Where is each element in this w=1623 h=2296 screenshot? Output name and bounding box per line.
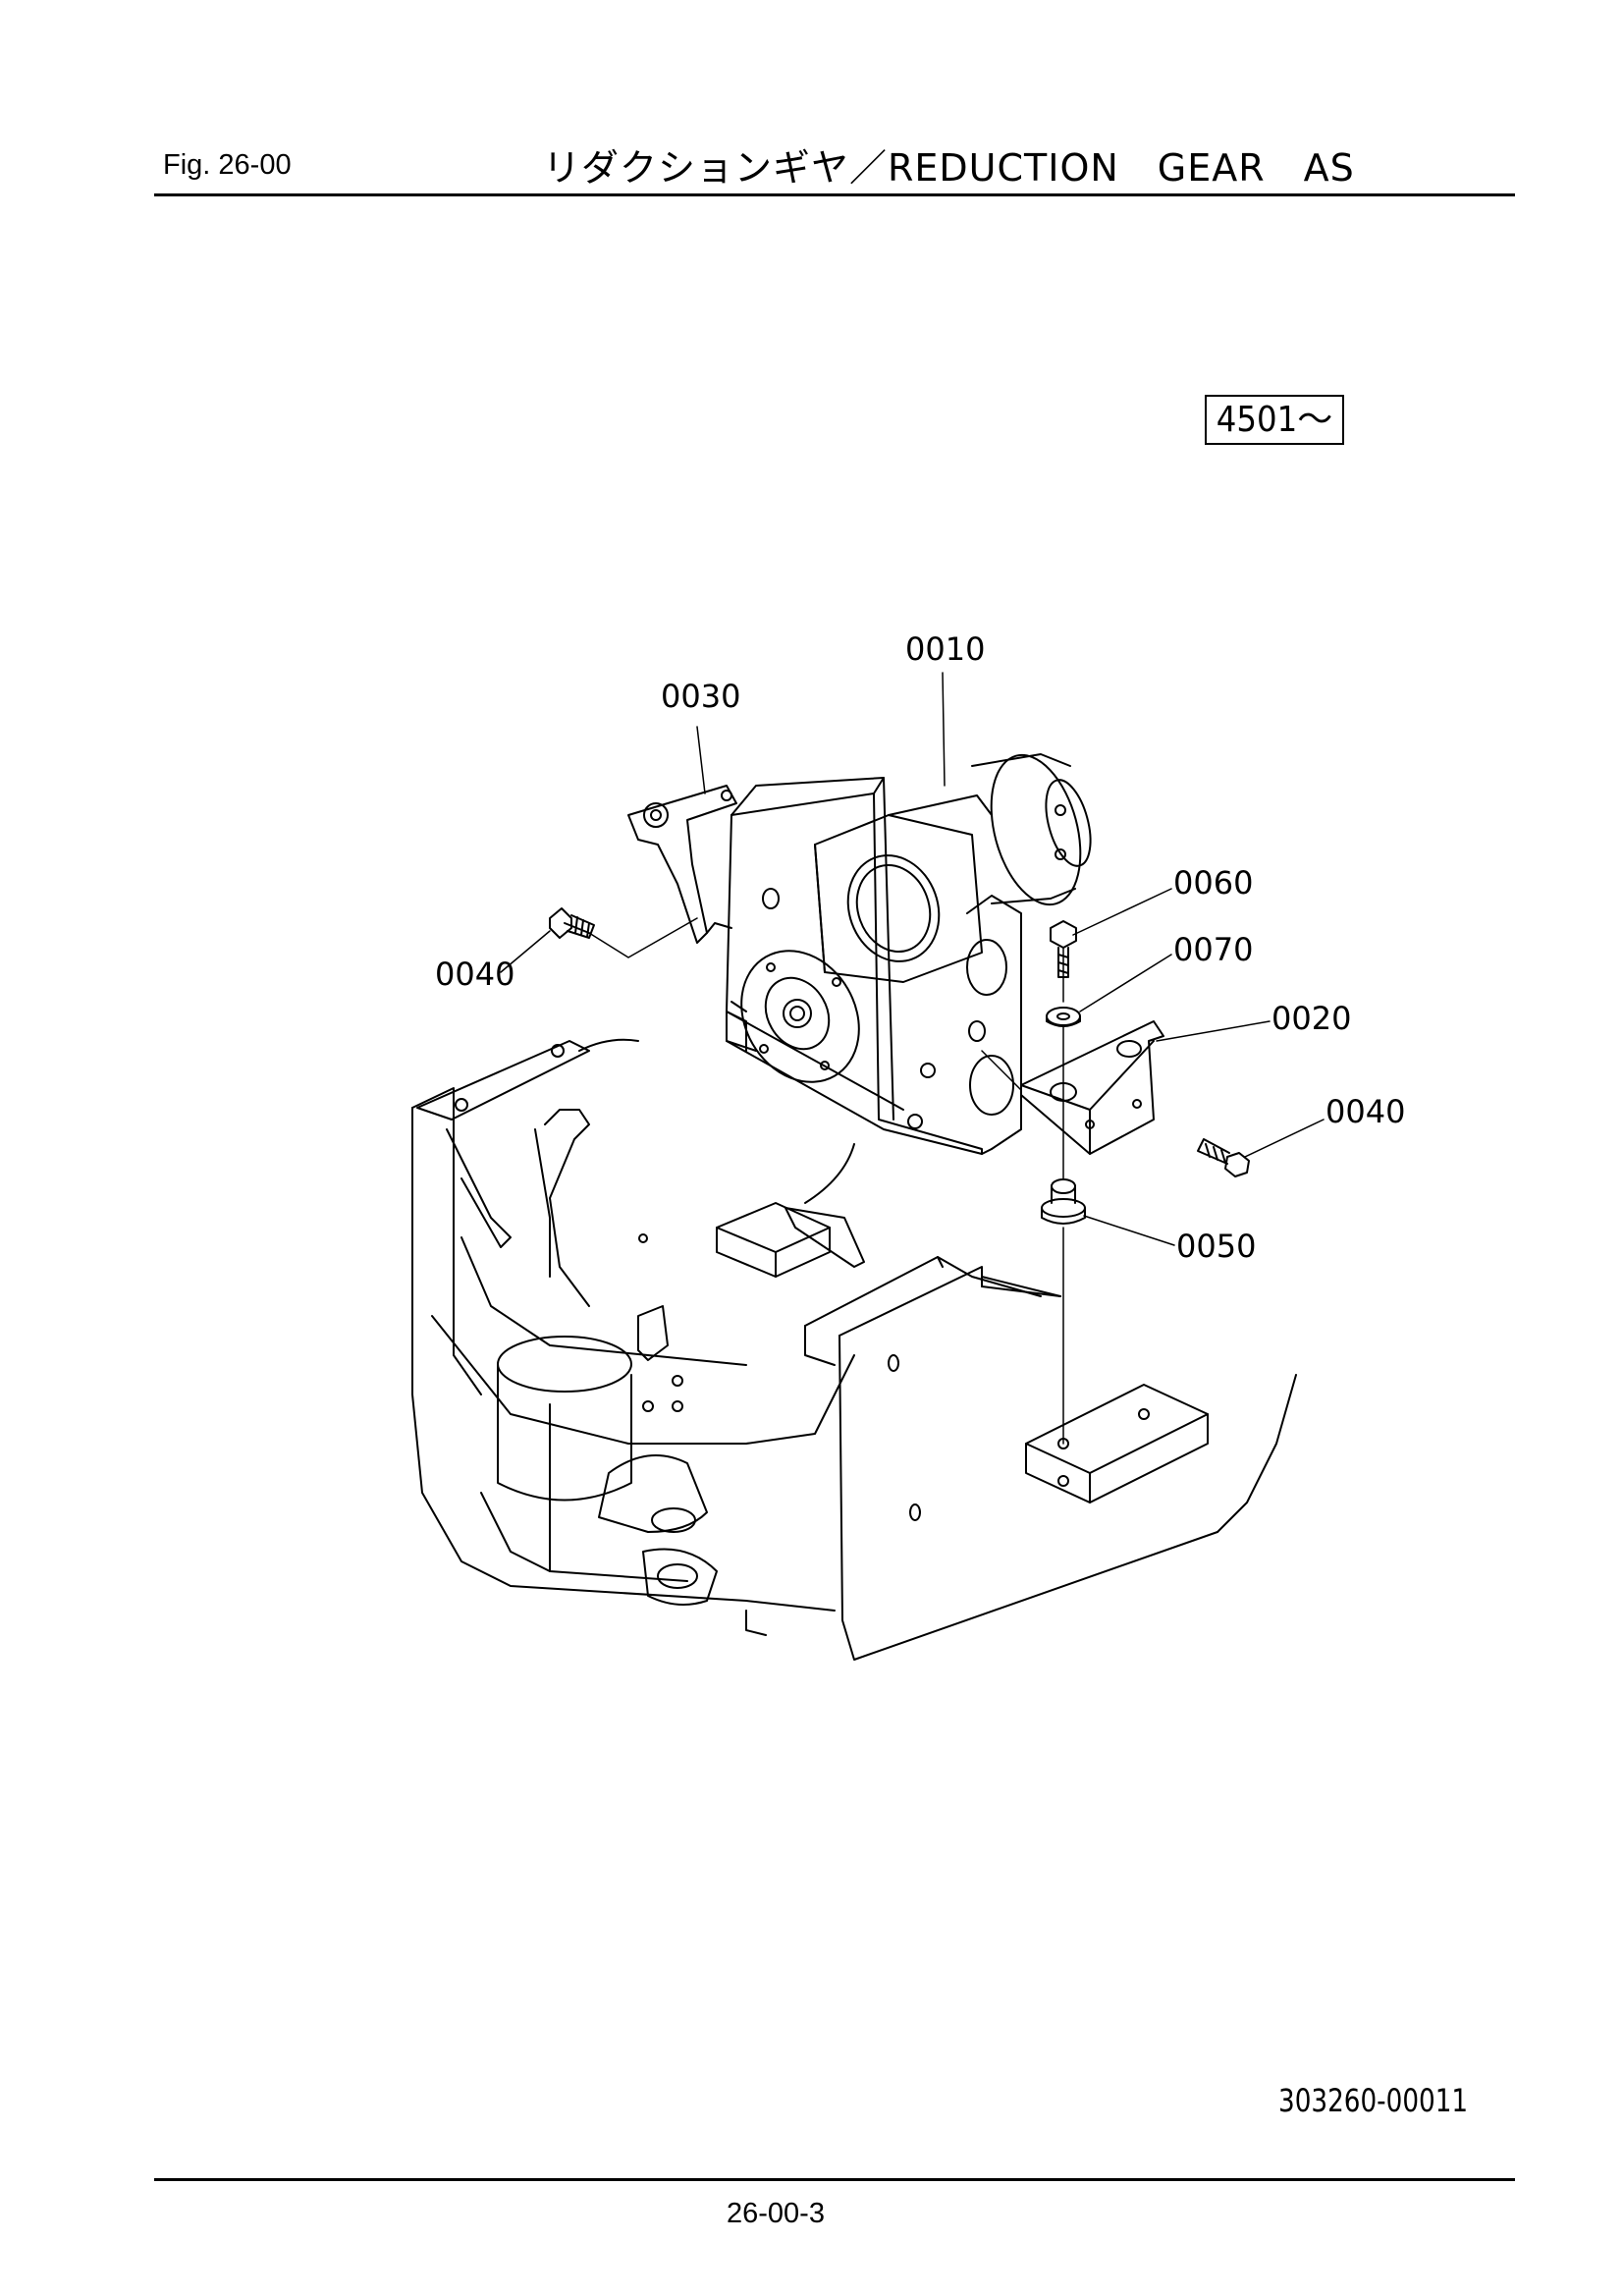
bracket-0020 (1020, 1020, 1164, 1155)
footer-divider (154, 2178, 1515, 2181)
callout-0060: 0060 (1173, 864, 1253, 902)
header-divider (154, 193, 1515, 196)
frame-assembly (411, 1038, 1297, 1661)
serial-range-badge: 4501～ (1205, 395, 1344, 445)
bracket-0030 (627, 785, 737, 944)
reduction-gear-housing (726, 753, 1092, 1155)
bolt-0040-right (1197, 1138, 1250, 1177)
callout-0030: 0030 (661, 678, 740, 715)
callout-0070: 0070 (1173, 931, 1253, 968)
callout-0010: 0010 (905, 630, 985, 668)
leader-lines (500, 672, 1325, 1445)
callout-0050: 0050 (1176, 1228, 1256, 1265)
figure-number: Fig. 26-00 (163, 149, 292, 181)
washer-0070 (1046, 1007, 1081, 1027)
page-number: 26-00-3 (727, 2198, 825, 2229)
bushing-0050 (1041, 1178, 1086, 1225)
callout-0040-right: 0040 (1325, 1093, 1405, 1130)
callout-0020: 0020 (1271, 1000, 1351, 1037)
page-title: リダクションギヤ／REDUCTION GEAR AS (543, 146, 1355, 190)
bolt-0040-left (549, 907, 595, 939)
callout-0040-left: 0040 (435, 956, 514, 993)
drawing-code: 303260-00011 (1278, 2082, 1469, 2119)
